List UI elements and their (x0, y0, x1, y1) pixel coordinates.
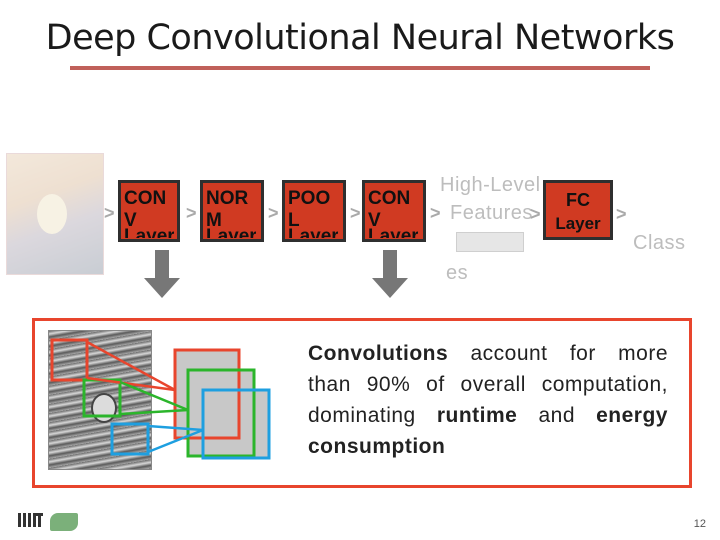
layer-box-conv-2: CON V Layer (362, 180, 426, 242)
desc-text-and: and (517, 404, 597, 427)
layer-label-cut: Layer (206, 226, 256, 238)
chevron-right-icon: > (268, 203, 279, 223)
feature-map-3 (203, 390, 269, 458)
layer-label-line2: L (288, 210, 300, 231)
down-arrow-icon (144, 250, 180, 298)
layer-label-line1: CON (368, 188, 411, 209)
input-image (6, 153, 104, 275)
mit-logo (18, 513, 44, 530)
projection-line-red (86, 376, 176, 392)
desc-emphasis-runtime: runtime (436, 404, 518, 427)
layer-label-line2: M (206, 210, 222, 231)
layer-label-line3: Layer (288, 226, 338, 238)
features-label-line3: es (446, 262, 469, 284)
layer-label-line3: Layer (124, 226, 174, 238)
desc-emphasis-energy: energy consumption (308, 404, 668, 458)
layer-label-line1: POO (288, 188, 331, 209)
layer-box-pool: POO L Layer (282, 180, 346, 242)
layer-label-cut: Layer (368, 226, 418, 238)
grayscale-input-image (48, 330, 152, 470)
features-bar (456, 232, 524, 252)
layer-label-line2: V (368, 210, 381, 231)
fc-label-line2: Layer (555, 214, 601, 233)
kernel-window-green (82, 378, 122, 418)
nvidia-logo-icon (50, 513, 78, 531)
callout-description: Convolutions account for more than 90% o… (308, 338, 668, 462)
down-arrow-icon (372, 250, 408, 298)
title-underline (70, 66, 650, 70)
chevron-right-icon: > (616, 204, 627, 224)
fc-label-line1: FC (566, 190, 590, 210)
feature-map-border-blue (201, 388, 271, 460)
feature-map-border-green (186, 368, 256, 458)
projection-line-blue (147, 428, 204, 454)
projection-line-blue (147, 424, 204, 432)
projection-line-green (119, 380, 189, 412)
layer-box-conv-1: CON V Layer (118, 180, 180, 242)
mit-logo-icon (18, 513, 43, 527)
chevron-right-icon: > (186, 203, 197, 223)
layer-label-cut: Layer (288, 226, 338, 238)
layer-label-cut: Layer (124, 226, 174, 238)
layer-box-norm: NOR M Layer (200, 180, 264, 242)
layer-label-line3: Layer (368, 226, 418, 238)
chevron-right-icon: > (104, 203, 115, 223)
layer-label-line1: NOR (206, 188, 249, 209)
projection-line-green (119, 408, 189, 416)
kernel-window-blue (110, 422, 150, 456)
chevron-right-icon: > (350, 203, 361, 223)
kernel-window-red (50, 338, 89, 382)
painting-face (37, 194, 67, 234)
output-class-label: Class (633, 232, 686, 254)
fc-layer-box: FC Layer (543, 180, 613, 240)
layer-label-line2: V (124, 210, 137, 231)
page-number: 12 (693, 518, 706, 530)
desc-text: account for more than 90% of overall com… (308, 342, 668, 427)
features-label-line2: Features (450, 202, 533, 224)
projection-line-red (86, 340, 176, 392)
chevron-right-icon: > (530, 204, 541, 224)
layer-label-line3: Layer (206, 226, 256, 238)
layer-label-line1: CON (124, 188, 167, 209)
chevron-right-icon: > (430, 203, 441, 223)
features-label-line1: High-Level (440, 174, 541, 196)
painting-face (91, 393, 117, 423)
desc-emphasis-convolutions: Convolutions (308, 342, 449, 365)
feature-map-border-red (173, 348, 241, 440)
slide-title: Deep Convolutional Neural Networks (45, 18, 675, 58)
